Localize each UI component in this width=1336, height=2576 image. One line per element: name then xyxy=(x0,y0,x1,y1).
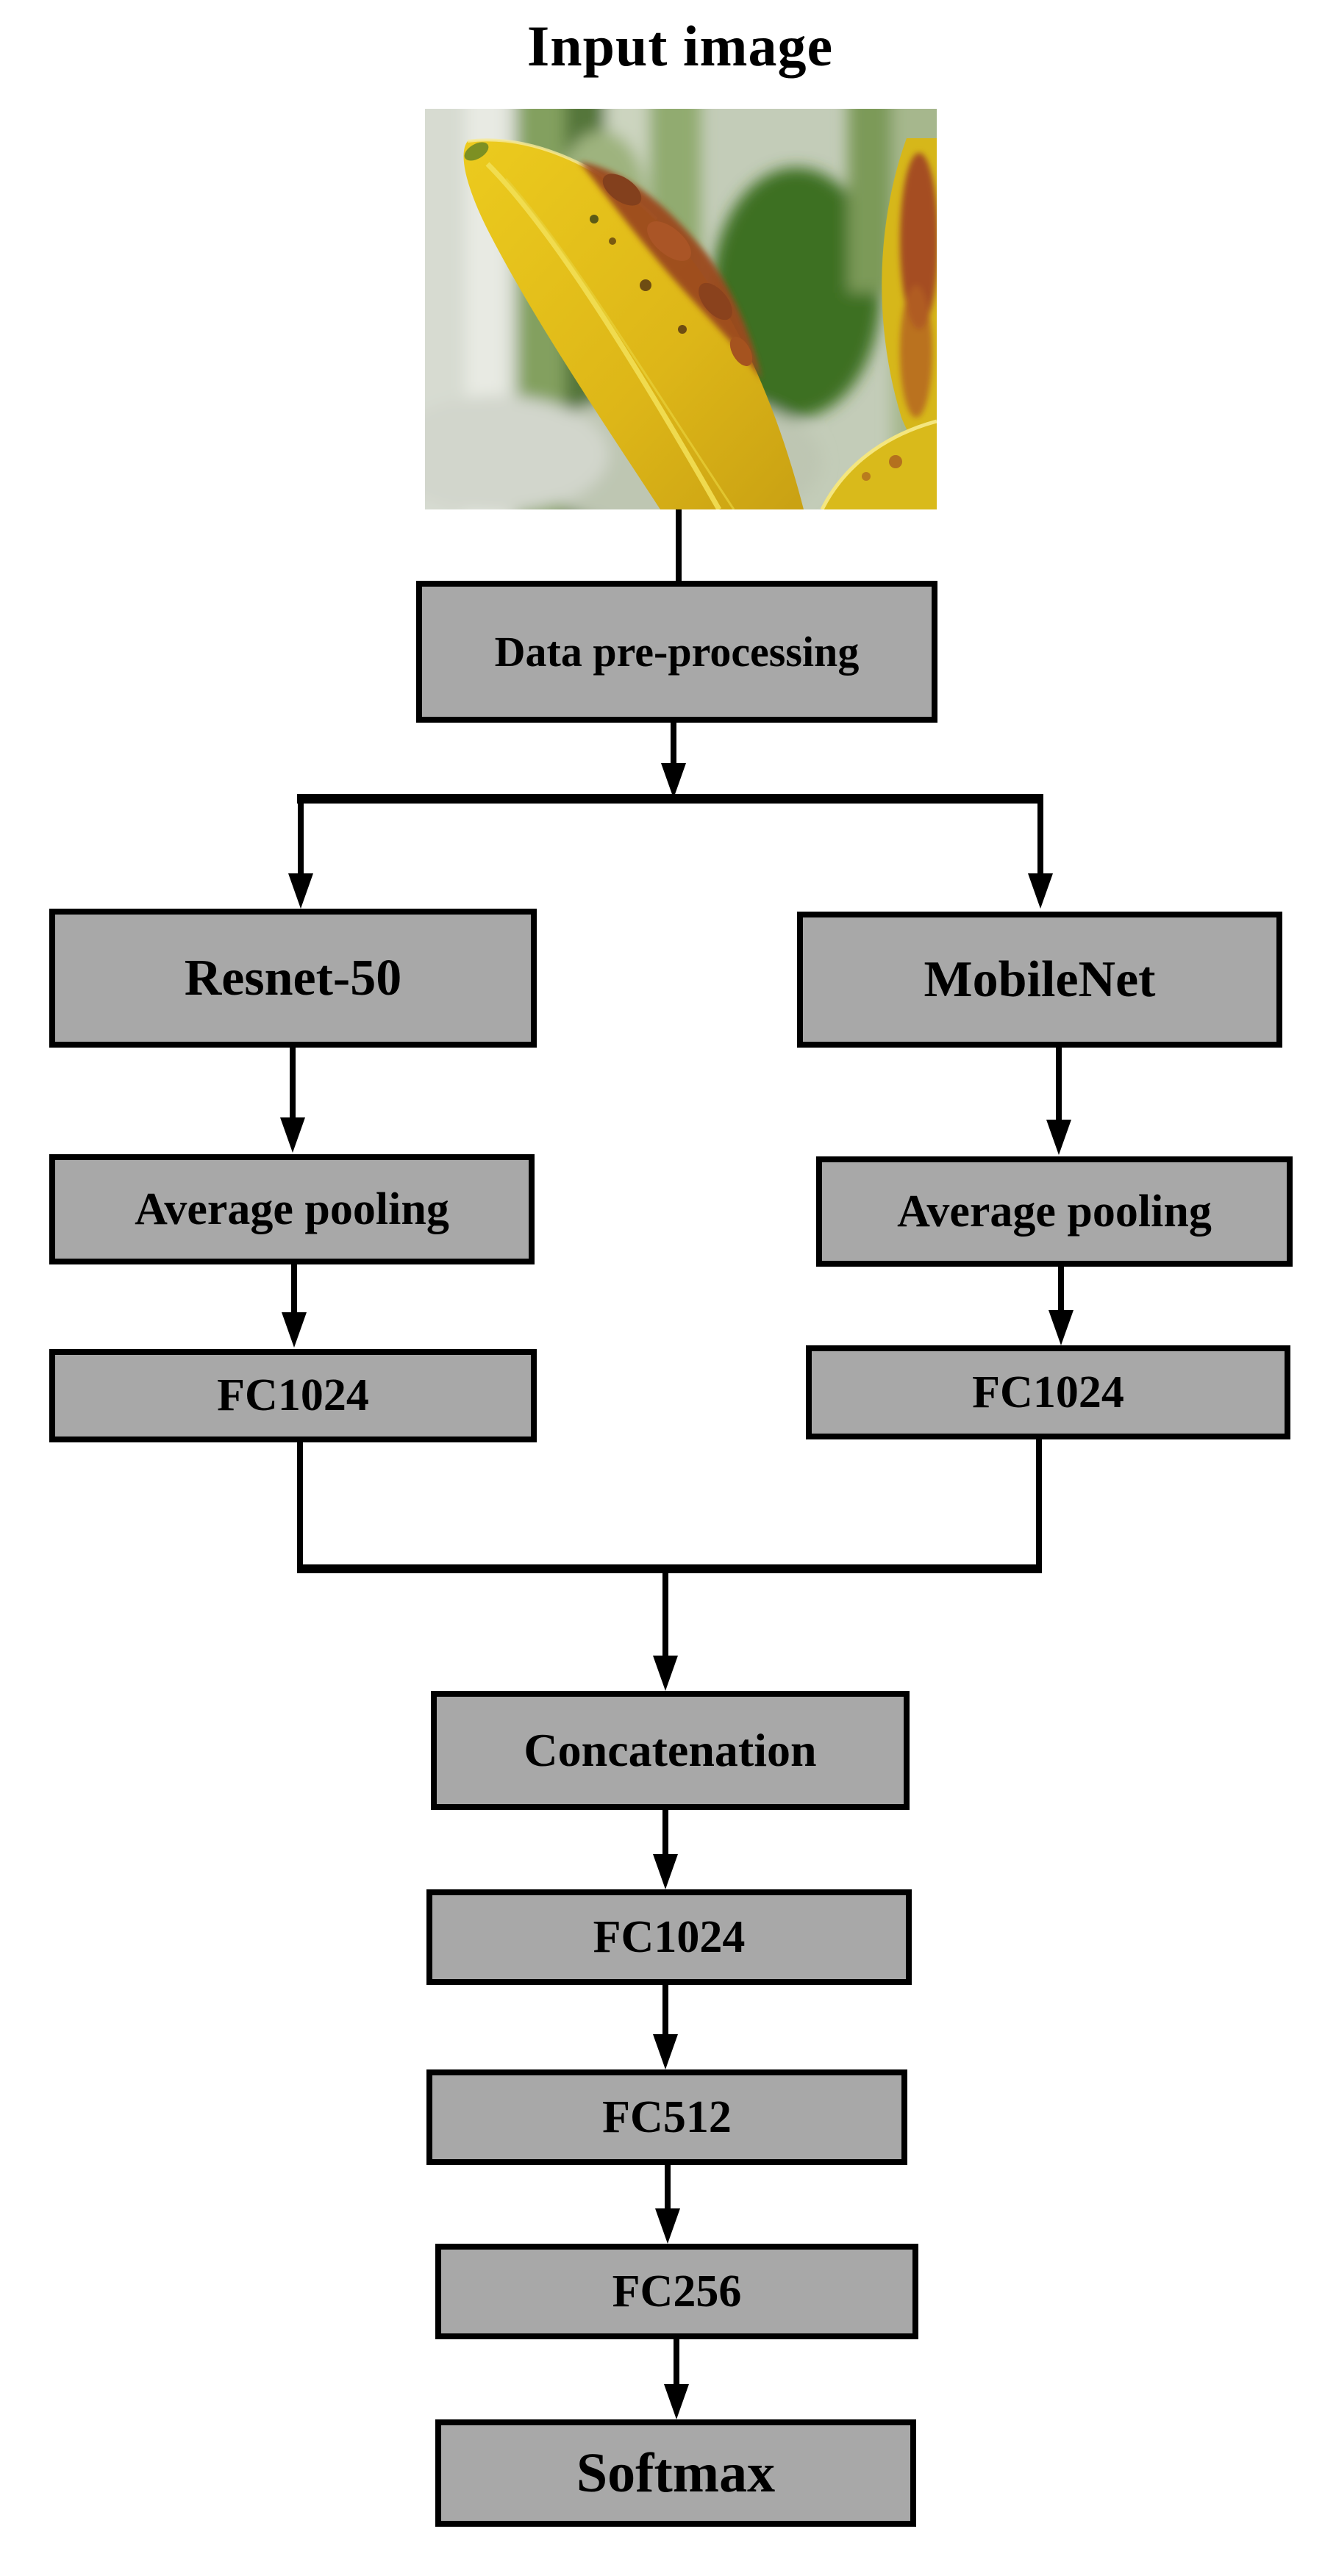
arrowhead-down-icon xyxy=(653,1656,678,1691)
node-label: Data pre-processing xyxy=(494,628,860,676)
edge-fc1024-right-to-join xyxy=(1036,1439,1042,1572)
node-fc1024-left: FC1024 xyxy=(49,1349,537,1442)
branch-split-bar xyxy=(297,794,1043,804)
edge-avgpool-to-fc1024-right xyxy=(1058,1267,1064,1312)
arrowhead-down-icon xyxy=(1049,1310,1074,1345)
node-label: Resnet-50 xyxy=(184,949,402,1006)
node-data-pre-processing: Data pre-processing xyxy=(416,581,937,723)
arrowhead-down-icon xyxy=(661,763,686,798)
arrowhead-down-icon xyxy=(1028,873,1053,909)
arrowhead-down-icon xyxy=(653,2034,678,2069)
edge-input-image-to-preprocess xyxy=(676,509,682,581)
arrowhead-down-icon xyxy=(655,2208,680,2244)
node-resnet-50: Resnet-50 xyxy=(49,909,537,1048)
node-label: MobileNet xyxy=(924,951,1156,1008)
node-label: Softmax xyxy=(576,2441,776,2504)
input-leaf-image xyxy=(425,109,937,509)
node-label: Average pooling xyxy=(897,1186,1212,1237)
edge-avgpool-to-fc1024-left xyxy=(291,1264,297,1314)
node-label: Average pooling xyxy=(135,1184,449,1234)
edge-concatenation-to-fc1024 xyxy=(662,1810,668,1856)
diagram-title: Input image xyxy=(526,14,834,78)
merge-join-bar xyxy=(297,1564,1042,1573)
edge-fc1024-left-to-join xyxy=(297,1442,303,1572)
node-fc512: FC512 xyxy=(426,2069,907,2165)
node-label: FC1024 xyxy=(217,1370,369,1420)
arrowhead-down-icon xyxy=(664,2384,689,2419)
node-concatenation: Concatenation xyxy=(431,1691,910,1810)
leaf-photo-illustration xyxy=(425,109,937,509)
node-label: FC512 xyxy=(602,2092,732,2142)
node-average-pooling-right: Average pooling xyxy=(816,1156,1293,1267)
node-mobilenet: MobileNet xyxy=(797,912,1282,1048)
edge-fc256-to-softmax xyxy=(674,2339,679,2386)
edge-split-to-mobilenet xyxy=(1037,803,1043,875)
node-softmax: Softmax xyxy=(435,2419,916,2527)
node-fc1024-merged: FC1024 xyxy=(426,1889,912,1985)
edge-fc512-to-fc256 xyxy=(665,2165,671,2210)
arrowhead-down-icon xyxy=(280,1117,305,1153)
node-label: FC1024 xyxy=(972,1367,1124,1417)
node-label: Concatenation xyxy=(524,1724,817,1776)
arrowhead-down-icon xyxy=(288,873,313,909)
edge-resnet-to-avgpool xyxy=(290,1048,296,1119)
edge-mobilenet-to-avgpool xyxy=(1056,1048,1062,1121)
node-label: FC256 xyxy=(612,2266,742,2316)
edge-split-to-resnet xyxy=(298,803,304,875)
arrowhead-down-icon xyxy=(1046,1120,1071,1155)
node-label: FC1024 xyxy=(593,1911,746,1962)
arrowhead-down-icon xyxy=(282,1312,307,1348)
edge-join-to-concatenation xyxy=(662,1573,668,1657)
node-fc256: FC256 xyxy=(435,2244,918,2339)
node-fc1024-right: FC1024 xyxy=(806,1345,1290,1439)
edge-fc1024-to-fc512 xyxy=(662,1985,668,2036)
node-average-pooling-left: Average pooling xyxy=(49,1154,535,1264)
arrowhead-down-icon xyxy=(653,1854,678,1889)
edge-preprocess-to-branches xyxy=(671,723,676,765)
